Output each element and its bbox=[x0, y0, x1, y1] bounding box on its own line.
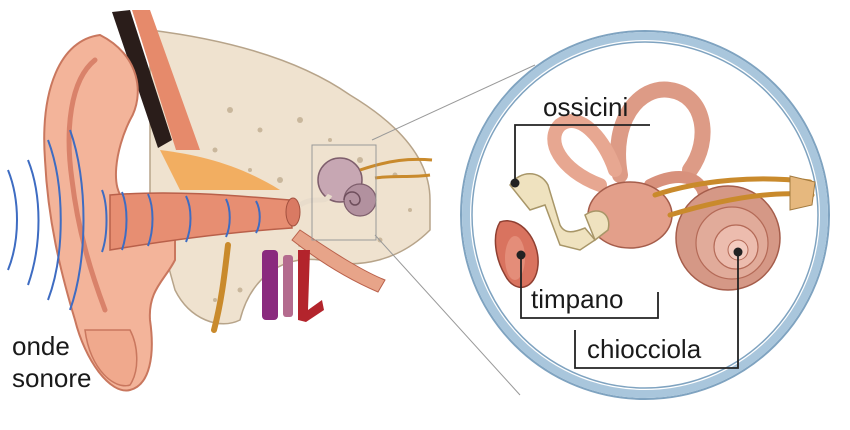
callout-timpano bbox=[520, 255, 659, 319]
sound-waves bbox=[7, 129, 261, 311]
zoom-guide-lines bbox=[371, 64, 536, 396]
vessel-red bbox=[298, 250, 324, 322]
label-eardrum: timpano bbox=[531, 284, 624, 314]
temporal-bone bbox=[149, 29, 431, 325]
semicircular-canal-top bbox=[610, 81, 711, 183]
nerve-small bbox=[359, 157, 433, 180]
zoom-source-box bbox=[311, 144, 377, 241]
inner-ear-small bbox=[298, 157, 377, 217]
magnifier bbox=[460, 30, 830, 400]
callout-dots bbox=[510, 178, 743, 260]
ear-cross-section bbox=[43, 10, 433, 392]
magnifier-ring bbox=[462, 32, 828, 398]
callout-lines bbox=[514, 124, 739, 369]
cochlea bbox=[675, 185, 781, 291]
nerve-lower bbox=[211, 242, 231, 333]
callout-ossicini bbox=[514, 124, 650, 183]
scalp-skin-layer bbox=[132, 10, 200, 150]
label-ossicles: ossicini bbox=[543, 92, 629, 122]
callout-chiocciola bbox=[574, 252, 739, 369]
nerve-cut-end bbox=[789, 175, 816, 211]
magnifier-ring-inner bbox=[471, 41, 819, 389]
vessel-pink bbox=[283, 255, 293, 317]
eustachian-tube bbox=[291, 229, 386, 293]
vessel-purple bbox=[262, 250, 278, 320]
cartilage-layer bbox=[160, 150, 280, 190]
label-waves-line1: onde bbox=[12, 331, 70, 361]
eardrum-small bbox=[285, 197, 301, 227]
pinna-fold bbox=[66, 57, 108, 313]
label-waves-line2: sonore bbox=[12, 363, 92, 393]
label-cochlea: chiocciola bbox=[587, 334, 702, 364]
scalp-dark-layer bbox=[112, 10, 172, 148]
ossicles bbox=[509, 173, 610, 251]
ear-canal bbox=[109, 192, 293, 251]
ear-lobe bbox=[84, 329, 138, 387]
